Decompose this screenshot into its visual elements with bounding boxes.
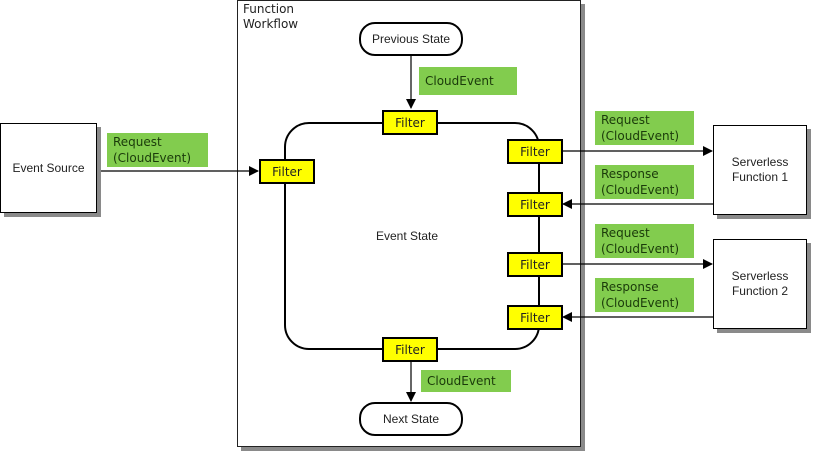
filter-bottom[interactable]: Filter (382, 337, 438, 362)
previous-state-label: Previous State (371, 32, 451, 46)
serverless-function-1-node[interactable]: Serverless Function 1 (713, 125, 807, 215)
label-fn1-response: Response (CloudEvent) (595, 165, 694, 199)
next-state-label: Next State (382, 412, 440, 426)
filter-fn2-request[interactable]: Filter (507, 252, 563, 277)
filter-left[interactable]: Filter (259, 159, 315, 184)
filter-label: Filter (272, 164, 302, 179)
function-workflow-container (237, 0, 581, 447)
previous-state-node[interactable]: Previous State (359, 22, 463, 56)
event-source-label: Event Source (12, 160, 85, 175)
serverless-function-1-label: Serverless Function 1 (731, 155, 789, 184)
filter-fn1-response[interactable]: Filter (507, 192, 563, 217)
filter-label: Filter (520, 310, 550, 325)
serverless-function-2-node[interactable]: Serverless Function 2 (713, 239, 807, 329)
filter-label: Filter (520, 144, 550, 159)
event-state-label: Event State (376, 229, 439, 243)
label-fn1-request: Request (CloudEvent) (595, 111, 694, 145)
label-fn2-response: Response (CloudEvent) (595, 278, 694, 312)
filter-label: Filter (520, 197, 550, 212)
filter-fn1-request[interactable]: Filter (507, 139, 563, 164)
filter-label: Filter (520, 257, 550, 272)
label-outgoing-cloudevent: CloudEvent (421, 370, 511, 392)
serverless-function-2-label: Serverless Function 2 (731, 269, 789, 298)
filter-label: Filter (395, 115, 425, 130)
filter-fn2-response[interactable]: Filter (507, 305, 563, 330)
label-incoming-cloudevent: CloudEvent (419, 67, 517, 95)
filter-top[interactable]: Filter (382, 110, 438, 135)
next-state-node[interactable]: Next State (359, 402, 463, 436)
event-source-node[interactable]: Event Source (0, 123, 97, 213)
workflow-title: Function Workflow (243, 2, 299, 31)
label-fn2-request: Request (CloudEvent) (595, 224, 694, 258)
label-source-request: Request (CloudEvent) (107, 133, 208, 167)
filter-label: Filter (395, 342, 425, 357)
